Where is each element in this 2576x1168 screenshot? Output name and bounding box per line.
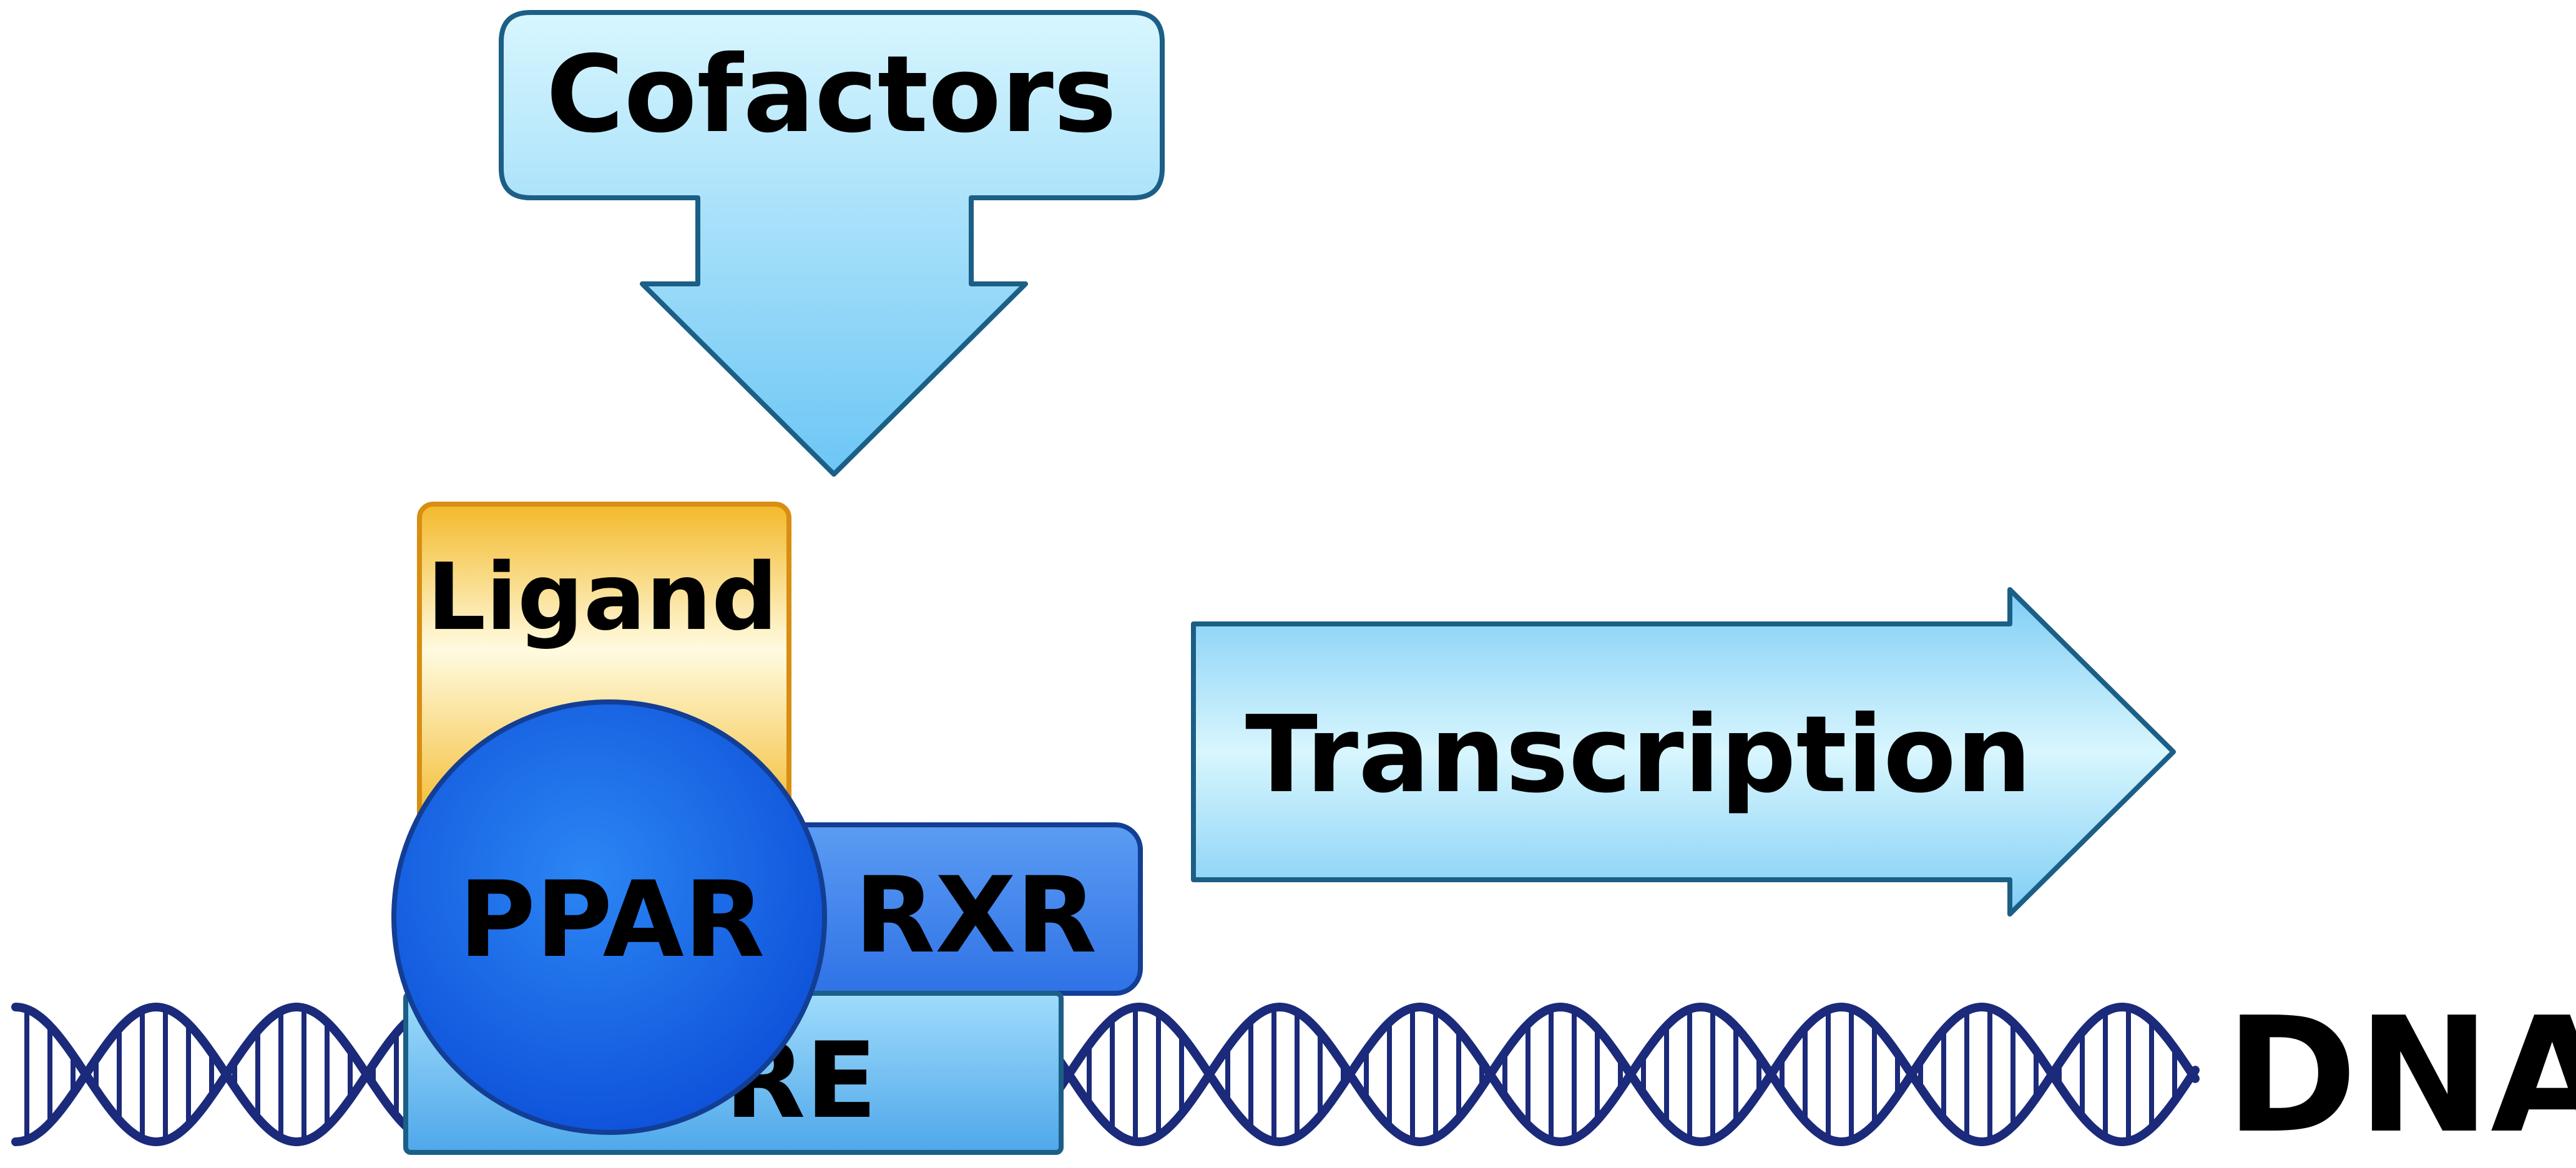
dna-strand-1 [11, 1002, 2200, 1147]
ppar-circle: PPAR [391, 699, 827, 1135]
rxr-box: RXR [743, 822, 1143, 996]
ppar-shape [391, 699, 827, 1135]
ligand-label: Ligand [427, 543, 778, 651]
transcription-arrow-shape [1191, 587, 2176, 917]
transcription-arrow: Transcription [1191, 587, 2176, 917]
cofactors-arrow: Cofactors [499, 10, 1165, 477]
rxr-label: RXR [855, 854, 1097, 976]
dna-label: DNA [2225, 983, 2576, 1168]
cofactors-label: Cofactors [546, 33, 1117, 157]
transcription-label: Transcription [1245, 693, 2032, 817]
dna-strand-2 [11, 1002, 2200, 1147]
cofactors-arrow-shape [499, 10, 1165, 477]
dna-helix [11, 1002, 2200, 1147]
ppar-label: PPAR [459, 859, 765, 981]
